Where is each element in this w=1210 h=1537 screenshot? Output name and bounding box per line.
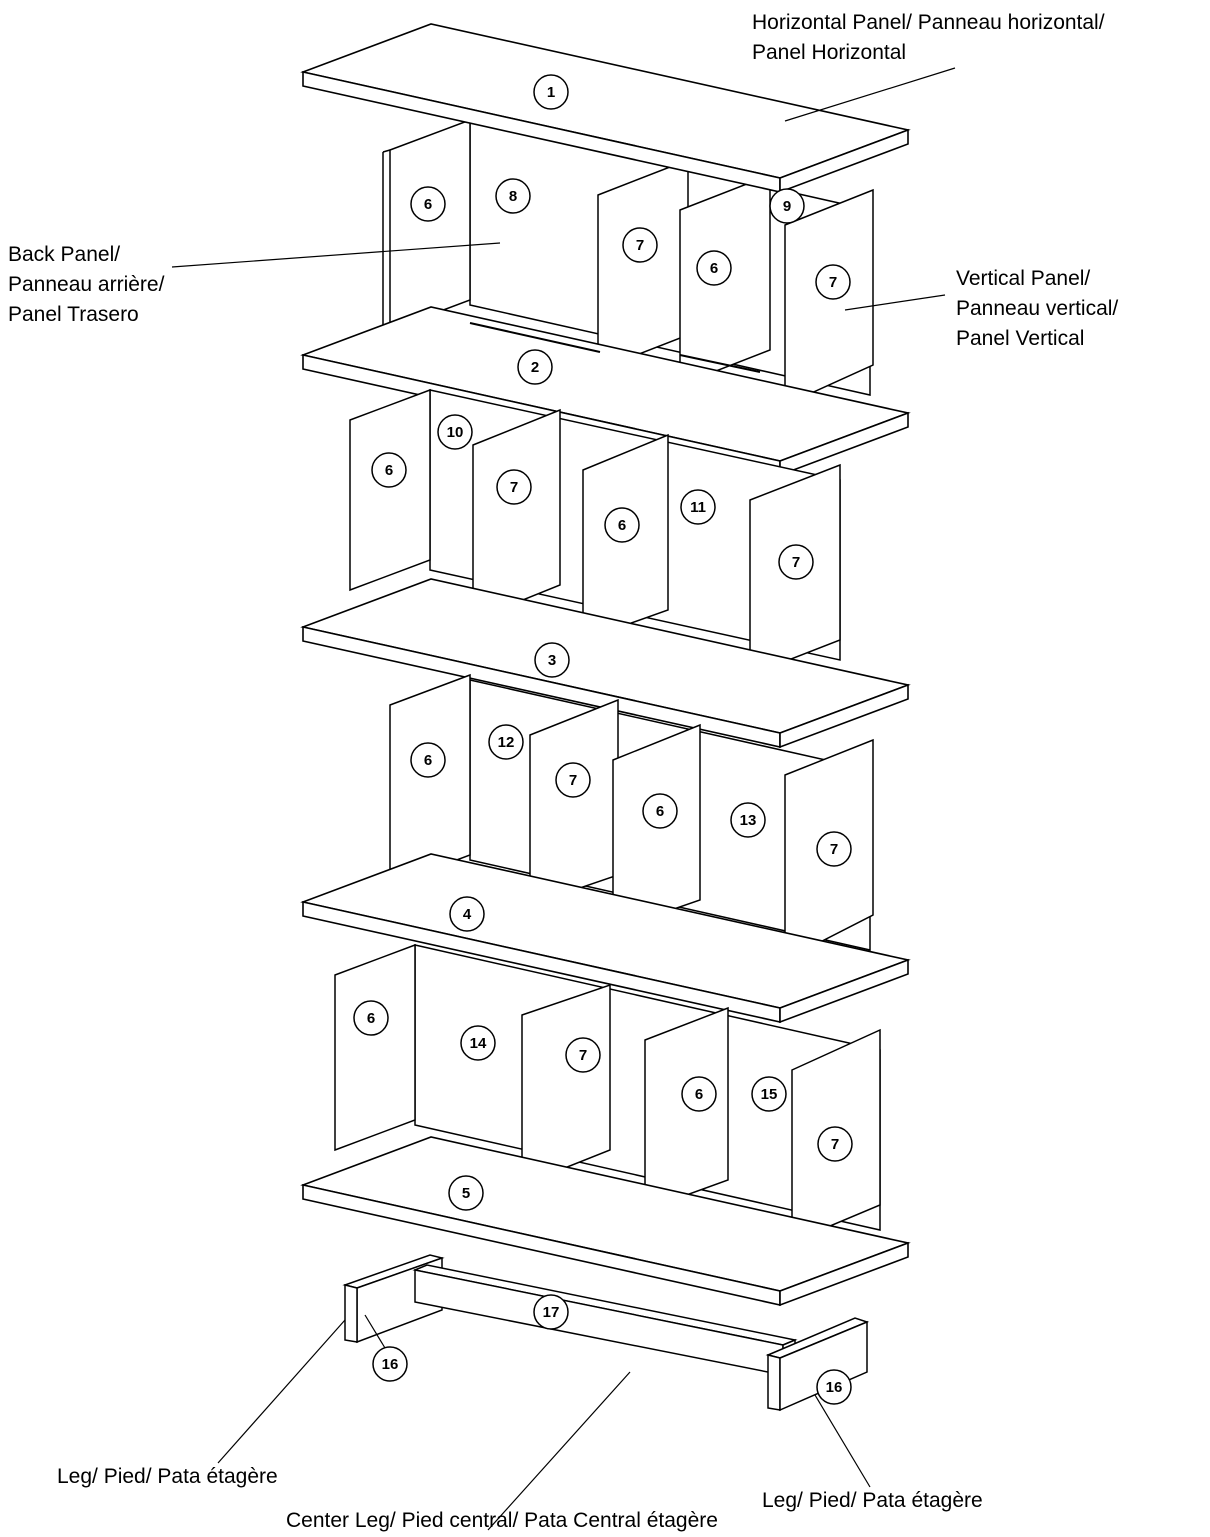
svg-text:6: 6	[618, 517, 626, 534]
callout-line: Back Panel/	[8, 243, 121, 266]
leg-right	[765, 1317, 870, 1412]
part-bubble: 7	[815, 264, 851, 300]
svg-text:2: 2	[531, 359, 539, 376]
tier-4	[302, 853, 909, 1244]
callout-vertical-panel: Vertical Panel/ Panneau vertical/ Panel …	[956, 264, 1118, 354]
part-bubble: 16	[372, 1346, 408, 1382]
part-bubble: 6	[371, 452, 407, 488]
svg-text:16: 16	[826, 1379, 843, 1396]
svg-text:7: 7	[831, 1136, 839, 1153]
part-bubble: 6	[410, 186, 446, 222]
part-bubble: 4	[449, 896, 485, 932]
svg-text:5: 5	[462, 1185, 470, 1202]
callout-line: Panneau arrière/	[8, 273, 165, 296]
svg-text:7: 7	[792, 554, 800, 571]
part-bubble: 9	[769, 188, 805, 224]
divider-7a	[597, 158, 689, 372]
svg-text:1: 1	[547, 84, 555, 101]
svg-text:11: 11	[690, 499, 706, 516]
callout-line: Panel Horizontal	[752, 41, 907, 64]
part-bubble: 7	[817, 1126, 853, 1162]
divider-7c	[472, 408, 561, 622]
divider-7g	[521, 983, 611, 1187]
svg-text:6: 6	[710, 260, 718, 277]
svg-text:4: 4	[463, 906, 472, 923]
svg-text:7: 7	[636, 237, 644, 254]
svg-text:7: 7	[569, 772, 577, 789]
svg-text:6: 6	[656, 803, 664, 820]
callout-leg-right: Leg/ Pied/ Pata étagère	[762, 1489, 983, 1512]
svg-text:17: 17	[543, 1304, 560, 1321]
part-bubble: 3	[534, 642, 570, 678]
side-panel-6a	[389, 118, 471, 332]
svg-text:6: 6	[695, 1086, 703, 1103]
divider-7e	[529, 698, 619, 907]
part-bubble: 7	[778, 544, 814, 580]
side-panel-6c	[349, 388, 431, 592]
svg-text:10: 10	[447, 424, 464, 441]
part-bubbles: 1 6 8 7 6 9 7 2 10 6 7 11 6 7 3 12 6 7 6…	[353, 74, 853, 1405]
part-bubble: 7	[555, 762, 591, 798]
part-bubble: 1	[533, 74, 569, 110]
side-panel-6e	[389, 673, 471, 887]
part-bubble: 6	[604, 507, 640, 543]
divider-6h	[644, 1006, 729, 1212]
part-bubble: 10	[437, 414, 473, 450]
callout-line: Vertical Panel/	[956, 267, 1091, 290]
callout-center-leg: Center Leg/ Pied central/ Pata Central é…	[286, 1509, 718, 1532]
part-bubble: 13	[730, 802, 766, 838]
svg-text:12: 12	[498, 734, 515, 751]
svg-text:6: 6	[424, 196, 432, 213]
part-bubble: 12	[488, 724, 524, 760]
part-bubble: 15	[751, 1076, 787, 1112]
side-panel-6g	[334, 943, 416, 1152]
part-bubble: 7	[622, 227, 658, 263]
part-bubble: 7	[565, 1037, 601, 1073]
leader-lines	[171, 67, 956, 1531]
svg-text:15: 15	[761, 1086, 778, 1103]
part-bubble: 7	[816, 831, 852, 867]
svg-text:16: 16	[382, 1356, 399, 1373]
part-bubble: 14	[460, 1025, 496, 1061]
callout-back-panel: Back Panel/ Panneau arrière/ Panel Trase…	[8, 240, 164, 330]
part-bubble: 16	[816, 1369, 852, 1405]
svg-text:7: 7	[830, 841, 838, 858]
part-bubble: 6	[696, 250, 732, 286]
part-bubble: 7	[496, 469, 532, 505]
svg-text:8: 8	[509, 188, 517, 205]
callout-line: Panel Trasero	[8, 303, 139, 326]
part-bubble: 6	[410, 742, 446, 778]
part-bubble: 6	[642, 793, 678, 829]
callout-line: Panneau vertical/	[956, 297, 1119, 320]
svg-text:7: 7	[829, 274, 837, 291]
part-bubble: 11	[680, 489, 716, 525]
svg-text:3: 3	[548, 652, 556, 669]
part-bubble: 8	[495, 178, 531, 214]
part-bubble: 17	[533, 1294, 569, 1330]
part-bubble: 6	[353, 1000, 389, 1036]
svg-text:6: 6	[367, 1010, 375, 1027]
part-bubble: 6	[681, 1076, 717, 1112]
svg-text:14: 14	[470, 1035, 487, 1052]
callout-leg-left: Leg/ Pied/ Pata étagère	[57, 1465, 278, 1488]
svg-text:7: 7	[579, 1047, 587, 1064]
callout-line: Horizontal Panel/ Panneau horizontal/	[752, 11, 1105, 34]
part-bubble: 2	[517, 349, 553, 385]
svg-text:9: 9	[783, 198, 791, 215]
svg-text:13: 13	[740, 812, 757, 829]
svg-text:6: 6	[385, 462, 393, 479]
callout-line: Panel Vertical	[956, 327, 1085, 350]
svg-text:6: 6	[424, 752, 432, 769]
callout-horizontal-panel: Horizontal Panel/ Panneau horizontal/ Pa…	[752, 8, 1105, 68]
svg-text:7: 7	[510, 479, 518, 496]
part-bubble: 5	[448, 1175, 484, 1211]
